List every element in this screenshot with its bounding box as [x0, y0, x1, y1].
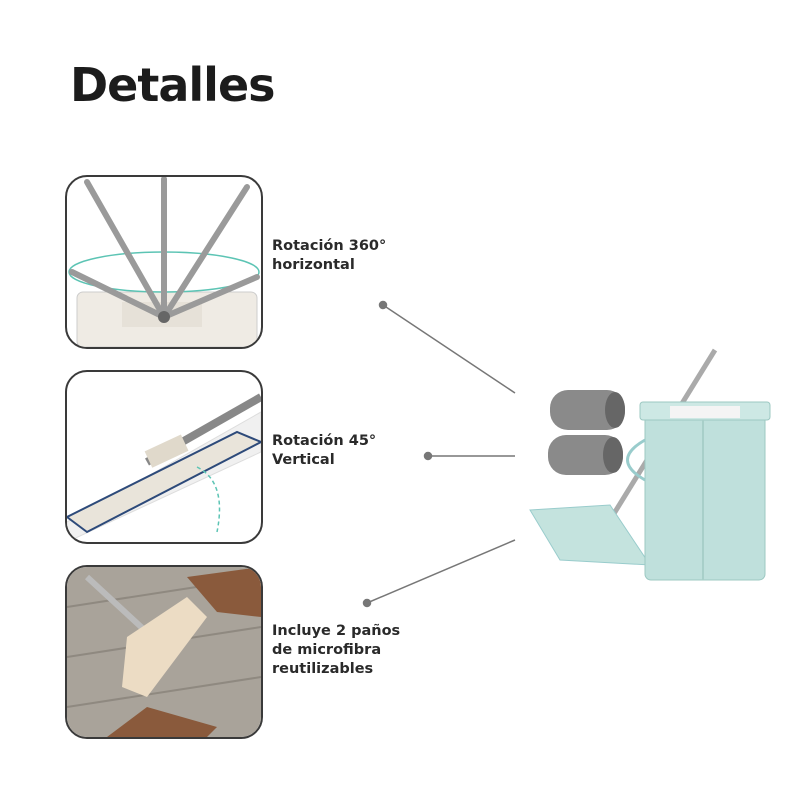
feature-text: Rotación 45°: [272, 433, 377, 449]
mop-bucket-product-image: [529, 348, 771, 581]
feature-text: Vertical: [272, 452, 335, 468]
callout-line: [366, 539, 516, 604]
feature-label-360: Rotación 360° horizontal: [272, 237, 386, 275]
feature-text: Incluye 2 paños: [272, 623, 401, 639]
feature-text: horizontal: [272, 257, 355, 273]
callout-dot: [423, 451, 433, 461]
mop-on-floor-image: [65, 565, 263, 739]
callout-line: [382, 304, 516, 394]
feature-label-45: Rotación 45° Vertical: [272, 432, 376, 470]
feature-text: de microfibra: [272, 642, 382, 658]
callout-dot: [378, 300, 388, 310]
feature-text: reutilizables: [272, 661, 374, 677]
feature-text: Rotación 360°: [272, 238, 387, 254]
feature-label-microfiber: Incluye 2 paños de microfibra reutilizab…: [272, 622, 400, 679]
mop-360-rotation-image: [65, 175, 263, 349]
callout-dot: [362, 598, 372, 608]
mop-45-vertical-image: [65, 370, 263, 544]
page-title: Detalles: [70, 58, 276, 112]
